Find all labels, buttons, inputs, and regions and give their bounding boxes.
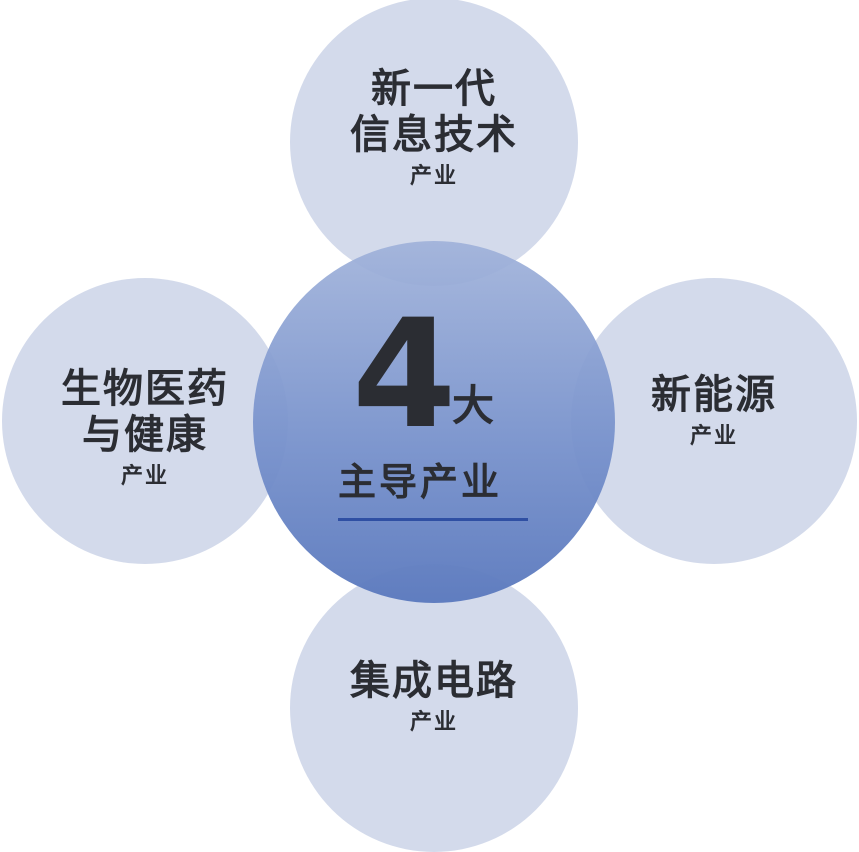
industry-name-line1: 集成电路 [350, 658, 518, 704]
circle-top [290, 0, 578, 286]
label-top: 新一代 信息技术 产业 [290, 66, 578, 192]
industry-name-line1: 新一代 [371, 66, 497, 112]
circle-right [571, 278, 857, 564]
industry-suffix: 产业 [409, 164, 458, 189]
industry-suffix: 产业 [120, 464, 169, 489]
industry-name-line2: 信息技术 [350, 112, 518, 158]
center-unit: 大 [452, 381, 495, 430]
label-right: 新能源 产业 [571, 372, 857, 452]
circle-bottom [290, 564, 578, 852]
industry-name-line2: 与健康 [82, 412, 208, 458]
industry-suffix: 产业 [689, 424, 738, 449]
label-bottom: 集成电路 产业 [290, 658, 578, 738]
industry-name-line1: 新能源 [651, 372, 777, 418]
label-left: 生物医药 与健康 产业 [2, 366, 288, 492]
industry-name-line1: 生物医药 [61, 366, 229, 412]
center-number: 4 [352, 288, 457, 462]
industry-suffix: 产业 [409, 710, 458, 735]
circle-center [253, 241, 615, 603]
circle-left [2, 278, 288, 564]
center-subtitle: 主导产业 [338, 460, 503, 504]
center-underline [338, 518, 528, 521]
